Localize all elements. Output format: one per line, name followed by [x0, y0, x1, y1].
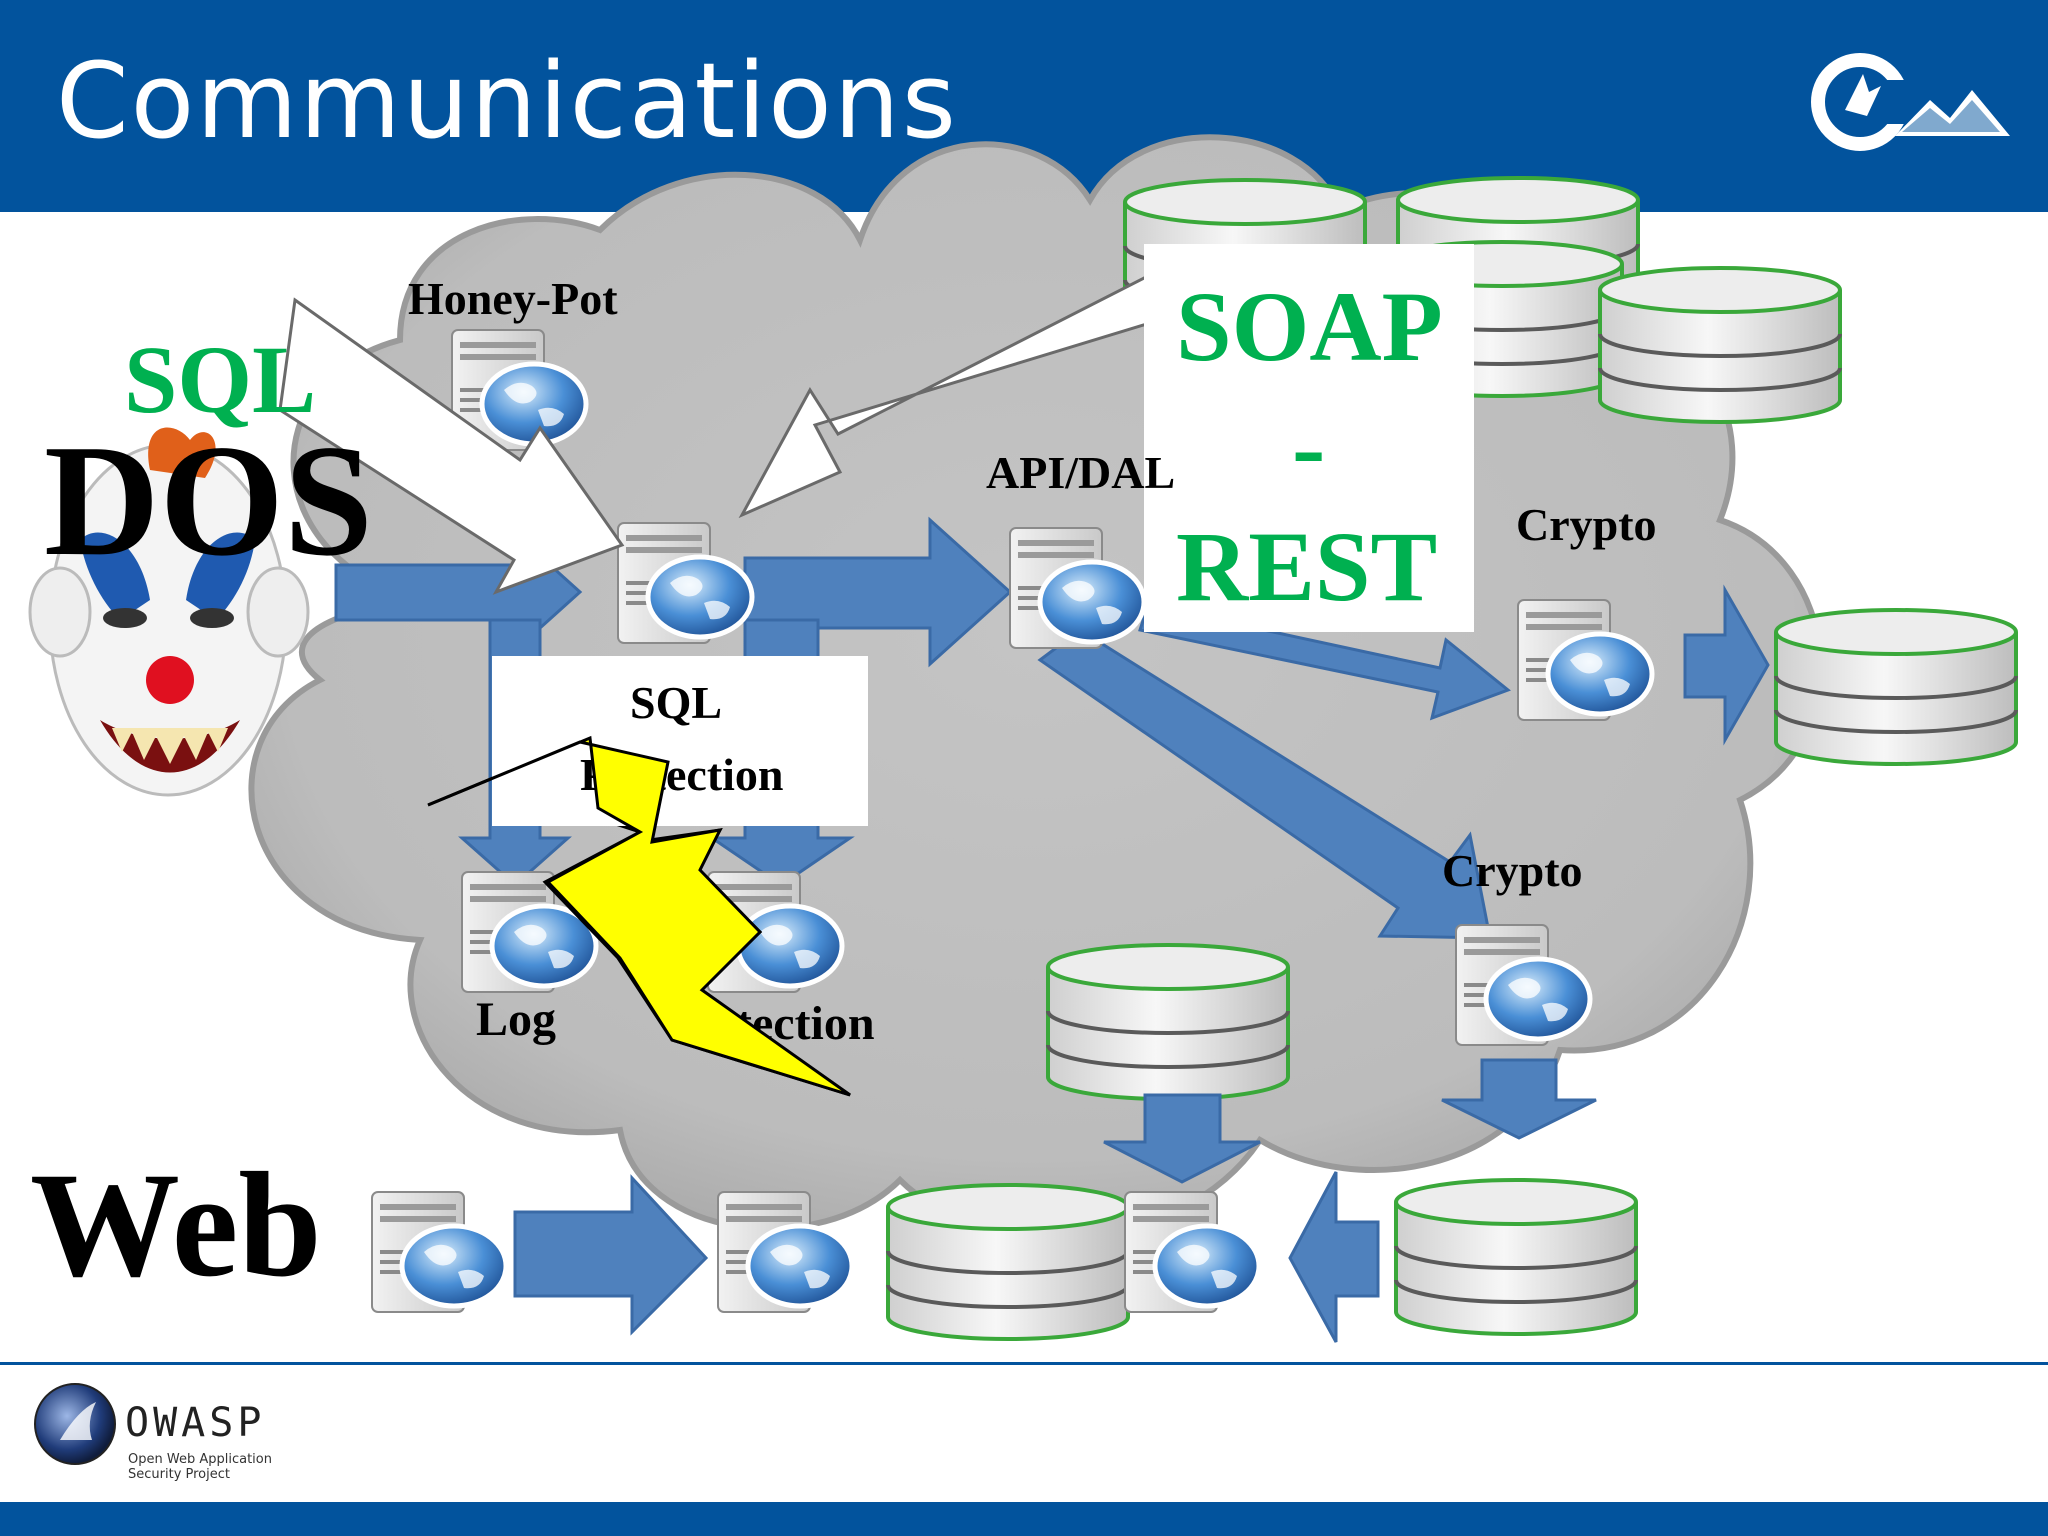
api-dal-label: API/DAL — [986, 447, 1176, 498]
log-label: Log — [476, 993, 557, 1046]
company-logo-icon — [1811, 53, 2010, 151]
rest-label: REST — [1176, 511, 1438, 622]
web-arrow — [513, 1174, 709, 1336]
database-icon — [1394, 1178, 1638, 1336]
web-label: Web — [30, 1142, 322, 1308]
footer-bar — [0, 1502, 2048, 1536]
dos-label: DOS — [44, 411, 373, 589]
crypto-label: Crypto — [1516, 499, 1657, 550]
database-icon — [1046, 943, 1290, 1101]
page-title: Communications — [56, 40, 958, 162]
down-arrow — [1441, 1058, 1597, 1140]
sql-protection-label: SQL — [630, 677, 723, 728]
owasp-logo-icon — [34, 1383, 116, 1465]
detection-label: Detection — [680, 997, 875, 1050]
soap-rest-box — [1144, 244, 1474, 632]
dash-label: - — [1292, 391, 1326, 502]
server-icon — [1125, 1192, 1259, 1312]
clown-attacker-icon — [28, 427, 310, 797]
down-arrow — [1103, 1093, 1261, 1184]
soap-attack-arrow — [738, 272, 1162, 519]
database-icon — [1774, 608, 2018, 766]
footer-divider — [0, 1362, 2048, 1365]
crypto-label: Crypto — [1442, 845, 1583, 896]
db-arrow — [1683, 584, 1770, 746]
left-arrow — [1288, 1171, 1380, 1343]
sql-attack-label: SQL — [124, 326, 317, 433]
crypto-arrow-1 — [1138, 603, 1512, 721]
database-icon — [1598, 266, 1842, 424]
crypto-arrow-2 — [1037, 628, 1492, 940]
server-icon — [372, 1192, 506, 1312]
soap-label: SOAP — [1176, 271, 1443, 382]
sql-attack-arrow — [278, 297, 625, 595]
honeypot-label: Honey-Pot — [408, 273, 618, 324]
owasp-tagline: Open Web Application Security Project — [128, 1452, 272, 1482]
database-icon — [886, 1183, 1130, 1341]
owasp-wordmark: OWASP — [125, 1400, 266, 1446]
sql-protection-label: Protection — [580, 749, 784, 800]
